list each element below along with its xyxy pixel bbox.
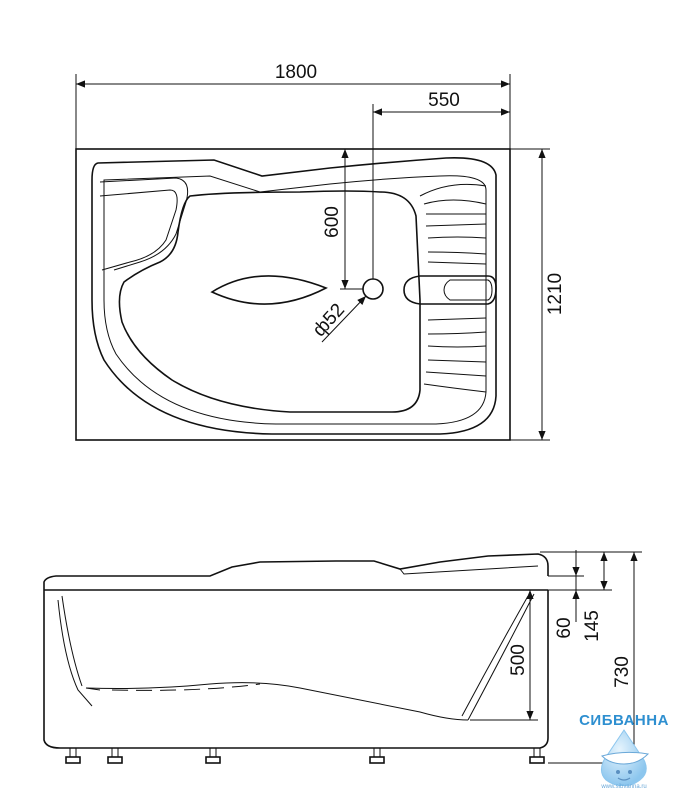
basin-inner-contour	[103, 175, 487, 425]
backrest-curve	[99, 189, 178, 271]
dim-730-label: 730	[612, 656, 633, 688]
leaf-handle	[210, 275, 328, 305]
diameter-leader	[321, 295, 367, 343]
top-outline	[75, 148, 511, 441]
brand-url: www.sibvanna.ru	[601, 784, 647, 790]
inner-floor-curve	[85, 682, 469, 721]
dim-1800-label: 1800	[275, 62, 317, 83]
dim-diameter-label: ф52	[309, 300, 349, 341]
tub-body	[43, 590, 549, 749]
basin-outer-contour	[91, 157, 497, 435]
lounge-ribs	[419, 183, 487, 393]
dim-60-label: 60	[554, 617, 575, 638]
dim-600-label: 600	[322, 206, 343, 238]
brand-name: СИБВАННА	[579, 712, 669, 729]
dim-145-label: 145	[582, 610, 603, 642]
brand-logo: СИБВАННА www.sibvanna.ru	[576, 712, 672, 796]
dim-550-label: 550	[428, 90, 460, 111]
floor-contour	[118, 190, 421, 413]
top-view: 1800 550 600 ф52 1210	[75, 62, 566, 441]
feet	[65, 747, 545, 764]
water-drop-icon	[600, 729, 650, 786]
rim-profile	[43, 553, 549, 590]
overflow-opening	[403, 275, 497, 305]
side-view: 500 60 145 730	[43, 550, 642, 764]
dim-1210-label: 1210	[545, 273, 566, 315]
dim-500-label: 500	[508, 644, 529, 676]
